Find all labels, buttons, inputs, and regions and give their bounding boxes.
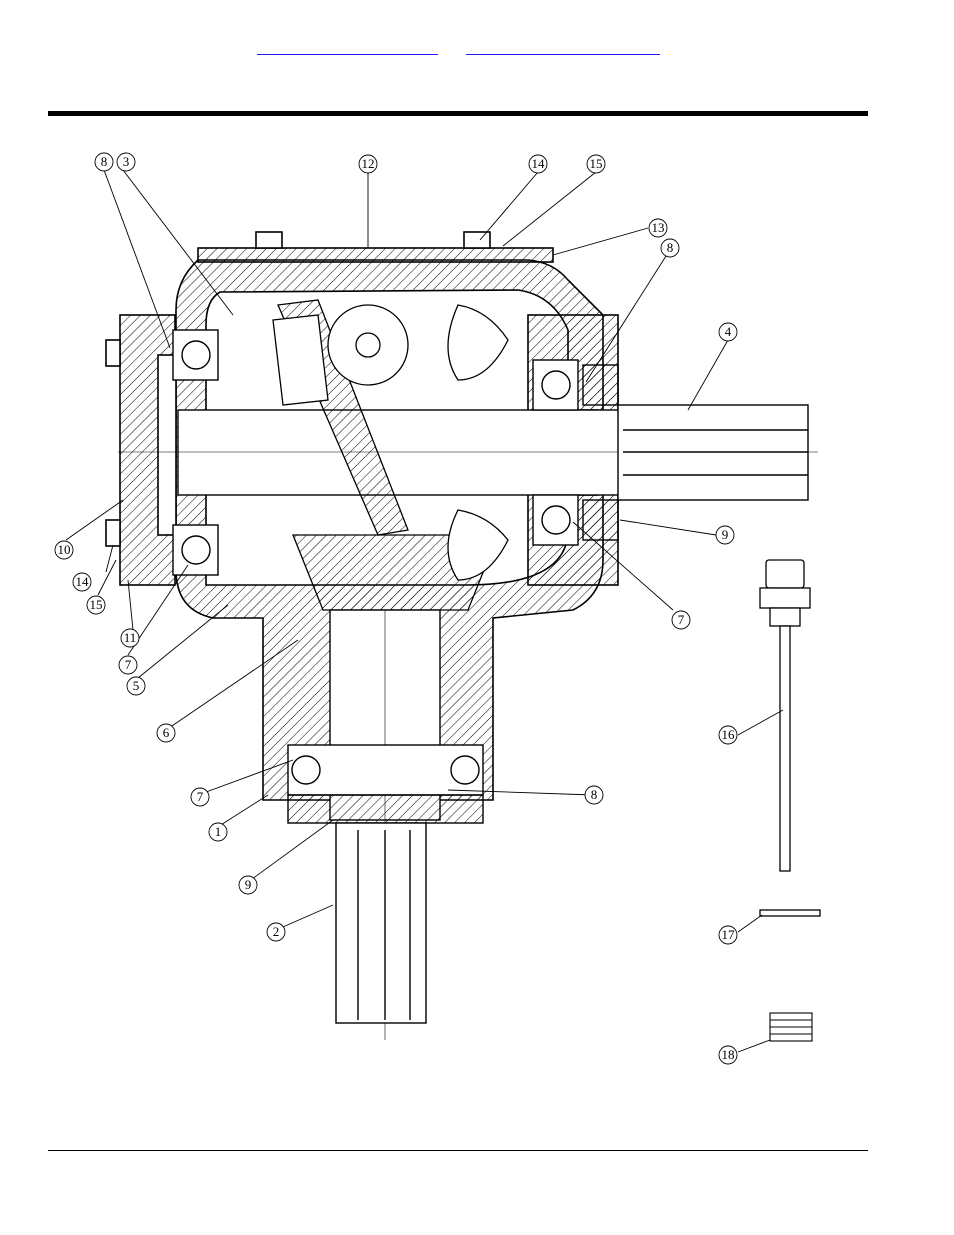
- header-link-left[interactable]: [257, 38, 438, 55]
- footer-rule: [48, 1150, 868, 1151]
- callout-5: 5: [133, 678, 140, 693]
- callout-10: 10: [58, 542, 71, 557]
- callout-6: 6: [163, 725, 170, 740]
- callout-3: 3: [123, 154, 130, 169]
- bevel-gears: [272, 299, 509, 611]
- washer: [759, 909, 821, 917]
- callout-7-right: 7: [678, 612, 685, 627]
- callout-12: 12: [362, 156, 375, 171]
- callout-4: 4: [725, 324, 732, 339]
- callout-1: 1: [215, 824, 222, 839]
- horizontal-shaft: [118, 404, 818, 501]
- callout-18: 18: [722, 1047, 735, 1062]
- callout-17: 17: [722, 927, 736, 942]
- callout-8-top: 8: [101, 154, 108, 169]
- callout-15-top: 15: [590, 156, 603, 171]
- callout-7-lower: 7: [197, 789, 204, 804]
- callout-14-left: 14: [76, 574, 90, 589]
- vertical-shaft: [287, 609, 484, 1040]
- gearbox-exploded-drawing: 8 3 12 14 15 13 8 4 9 7 10 14 15 11 7 5 …: [54, 152, 821, 1065]
- header-rule: [48, 111, 868, 116]
- callout-11: 11: [124, 630, 137, 645]
- callout-14-top: 14: [532, 156, 546, 171]
- bearings: [172, 329, 619, 576]
- plug: [769, 1012, 813, 1042]
- callout-8-lower: 8: [591, 787, 598, 802]
- callout-15-left: 15: [90, 597, 103, 612]
- dipstick: [759, 559, 811, 872]
- callout-7-left: 7: [125, 657, 132, 672]
- header-link-right[interactable]: [466, 38, 660, 55]
- callout-9-lower: 9: [245, 877, 252, 892]
- callout-16: 16: [722, 727, 736, 742]
- callout-13: 13: [652, 220, 665, 235]
- callout-2: 2: [273, 924, 280, 939]
- callout-9-right: 9: [722, 527, 729, 542]
- callout-8-right: 8: [667, 240, 674, 255]
- callout-leaders: [65, 169, 784, 1053]
- callout-balloons: [54, 152, 738, 1065]
